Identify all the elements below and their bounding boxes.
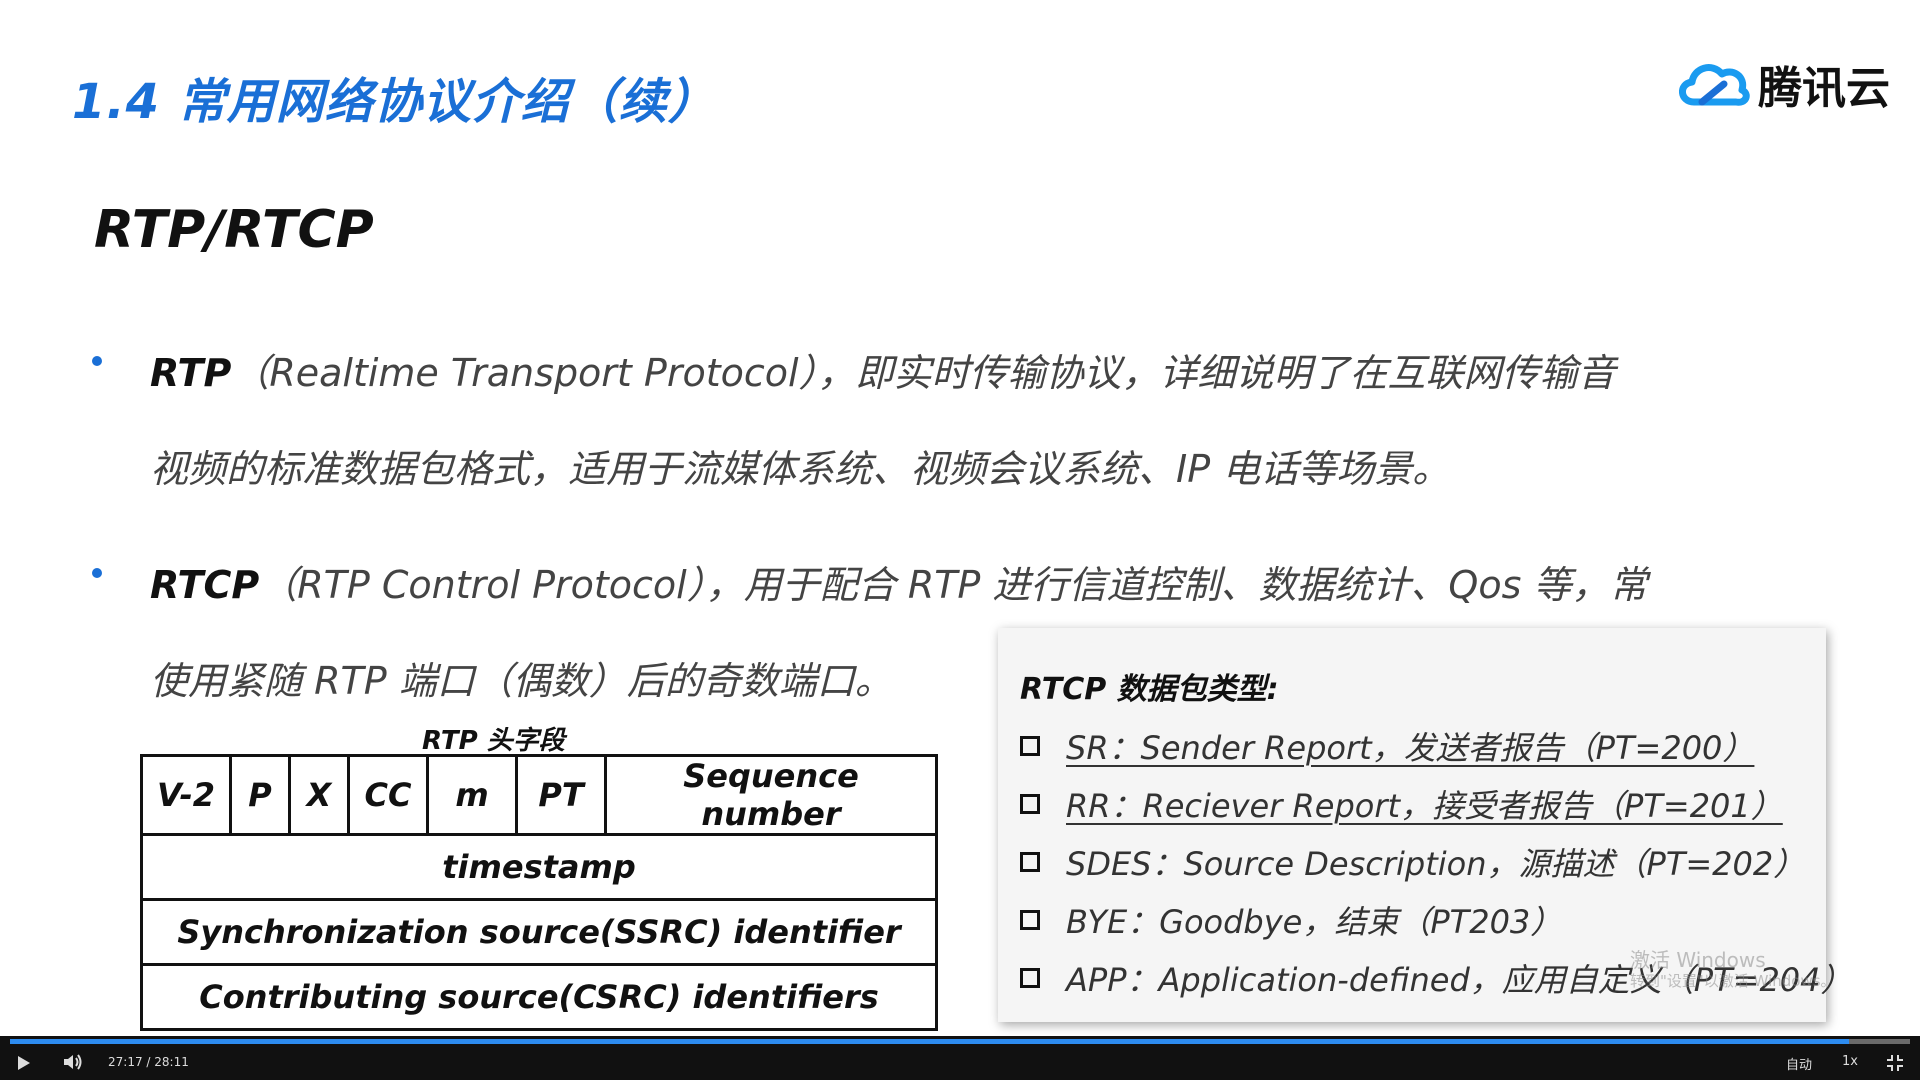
square-bullet-icon xyxy=(1020,910,1040,930)
list-item-text: SR：Sender Report，发送者报告（PT=200） xyxy=(1066,729,1755,767)
section-heading: RTP/RTCP xyxy=(94,200,374,260)
rtp-table-caption: RTP 头字段 xyxy=(422,726,565,756)
table-cell: PT xyxy=(515,754,607,836)
windows-activation-watermark: 激活 Windows xyxy=(1630,948,1766,972)
list-item: APP：Application-defined，应用自定义（PT=204） xyxy=(1020,954,1853,1002)
table-cell: X xyxy=(288,754,350,836)
playback-time: 27:17 / 28:11 xyxy=(108,1055,189,1069)
list-item: BYE：Goodbye，结束（PT203） xyxy=(1020,896,1562,944)
volume-icon[interactable] xyxy=(62,1052,84,1072)
bullet-rtcp-line1: RTCP（RTP Control Protocol），用于配合 RTP 进行信道… xyxy=(150,554,1647,609)
rtp-header-table: V-2 P X CC m PT Sequence number timestam… xyxy=(140,754,938,1031)
table-row: Synchronization source(SSRC) identifier xyxy=(140,898,938,966)
tencent-cloud-logo: 腾讯云 xyxy=(1672,52,1890,116)
table-cell: m xyxy=(426,754,518,836)
square-bullet-icon xyxy=(1020,794,1040,814)
list-item-text: APP：Application-defined，应用自定义（PT=204） xyxy=(1066,961,1853,999)
bullet-term: RTCP xyxy=(150,563,260,607)
card-title: RTCP 数据包类型: xyxy=(1020,672,1279,707)
square-bullet-icon xyxy=(1020,852,1040,872)
windows-activation-hint: 转到"设置"以激活 Windows。 xyxy=(1630,972,1836,990)
table-cell: V-2 xyxy=(140,754,232,836)
list-item: SR：Sender Report，发送者报告（PT=200） xyxy=(1020,722,1754,770)
logo-text: 腾讯云 xyxy=(1758,63,1890,114)
bullet-dot-icon xyxy=(92,568,102,578)
list-item-text: SDES：Source Description，源描述（PT=202） xyxy=(1066,845,1806,883)
list-item: SDES：Source Description，源描述（PT=202） xyxy=(1020,838,1805,886)
table-cell: timestamp xyxy=(140,833,938,901)
bullet-term: RTP xyxy=(150,351,232,395)
square-bullet-icon xyxy=(1020,968,1040,988)
table-cell: Sequence number xyxy=(604,754,938,836)
rtcp-types-card: RTCP 数据包类型: SR：Sender Report，发送者报告（PT=20… xyxy=(998,628,1853,1022)
fullscreen-exit-icon[interactable] xyxy=(1886,1054,1904,1072)
bullet-rtcp-line2: 使用紧随 RTP 端口（偶数）后的奇数端口。 xyxy=(150,659,893,703)
table-cell: Synchronization source(SSRC) identifier xyxy=(140,898,938,966)
table-cell: P xyxy=(229,754,291,836)
bullet-text: （Realtime Transport Protocol），即实时传输协议，详细… xyxy=(231,351,1616,395)
list-item-text: RR：Reciever Report，接受者报告（PT=201） xyxy=(1066,787,1783,825)
bullet-rtp-line1: RTP（Realtime Transport Protocol），即实时传输协议… xyxy=(150,342,1616,397)
cloud-logo-icon xyxy=(1679,64,1750,106)
table-row: timestamp xyxy=(140,833,938,901)
square-bullet-icon xyxy=(1020,736,1040,756)
quality-auto-button[interactable]: 自动 xyxy=(1786,1058,1813,1073)
bullet-dot-icon xyxy=(92,356,102,366)
table-row: Contributing source(CSRC) identifiers xyxy=(140,963,938,1031)
list-item-text: BYE：Goodbye，结束（PT203） xyxy=(1066,903,1563,941)
table-cell: Contributing source(CSRC) identifiers xyxy=(140,963,938,1031)
slide: 1.4 常用网络协议介绍（续） 腾讯云 RTP/RTCP RTP（Realtim… xyxy=(72,52,1890,1031)
play-icon[interactable] xyxy=(18,1056,30,1070)
bullet-rtp-line2: 视频的标准数据包格式，适用于流媒体系统、视频会议系统、IP 电话等场景。 xyxy=(150,447,1451,491)
progress-bar[interactable] xyxy=(10,1039,1910,1044)
table-cell: CC xyxy=(347,754,429,836)
progress-fill xyxy=(10,1039,1850,1044)
speed-button[interactable]: 1x xyxy=(1842,1054,1858,1069)
bullet-text: （RTP Control Protocol），用于配合 RTP 进行信道控制、数… xyxy=(259,563,1648,607)
list-item: RR：Reciever Report，接受者报告（PT=201） xyxy=(1020,780,1783,828)
table-row: V-2 P X CC m PT Sequence number xyxy=(140,754,938,836)
slide-title: 1.4 常用网络协议介绍（续） xyxy=(72,74,717,130)
